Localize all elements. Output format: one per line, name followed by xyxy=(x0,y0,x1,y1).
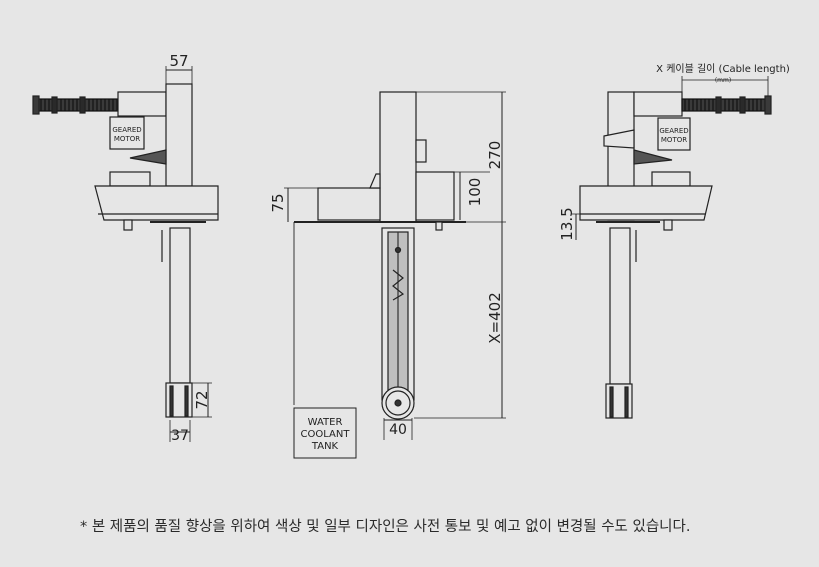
geared-motor-label-line2: MOTOR xyxy=(114,135,140,143)
dim-mid-wheel-width: 40 xyxy=(389,422,407,438)
cable-length-label: X 케이블 길이 (Cable length) xyxy=(656,62,790,75)
dim-arm-width: 37 xyxy=(171,428,189,444)
tank-label-line3: TANK xyxy=(311,441,339,452)
dim-mid-total-height: 270 xyxy=(486,141,504,170)
dim-mid-base-height: 75 xyxy=(269,193,287,212)
tank-label-line2: COOLANT xyxy=(301,429,351,440)
threaded-rod-left xyxy=(35,98,121,112)
dim-mid-length: X=402 xyxy=(486,292,504,343)
dim-left-width: 57 xyxy=(169,52,188,70)
geared-motor-right-line2: MOTOR xyxy=(661,136,687,144)
cable-length-unit: (mm) xyxy=(715,77,731,84)
tank-label-line1: WATER xyxy=(308,417,343,428)
threaded-rod-right xyxy=(681,98,769,112)
geared-motor-label-line1: GEARED xyxy=(112,126,141,134)
dim-arm-height: 72 xyxy=(193,390,211,409)
front-view: WATER COOLANT TANK 75 100 270 X=402 40 xyxy=(269,91,506,459)
right-side-view: GEARED MOTOR 13.5 X 케이블 길이 (Cable length… xyxy=(558,62,790,419)
dim-mid-unit-height: 100 xyxy=(466,178,484,207)
geared-motor-right-line1: GEARED xyxy=(659,127,688,135)
footnote: * 본 제품의 품질 향상을 위하여 색상 및 일부 디자인은 사전 통보 및 … xyxy=(80,519,691,535)
left-side-view: GEARED MOTOR 57 72 37 xyxy=(32,52,219,444)
dim-right-base-height: 13.5 xyxy=(558,207,576,240)
